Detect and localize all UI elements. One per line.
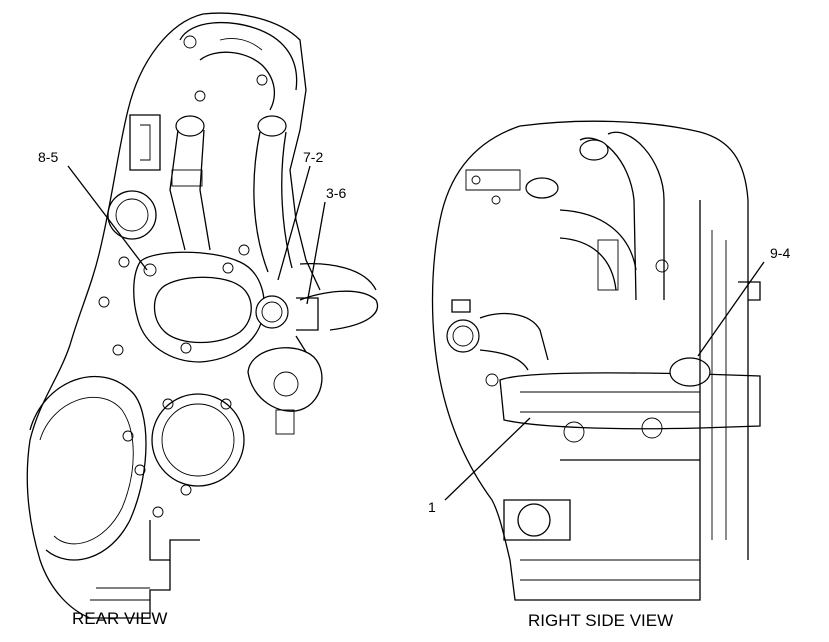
callout-1: 1 <box>428 499 436 515</box>
rear-view-caption: REAR VIEW <box>72 609 167 628</box>
callout-3-6: 3-6 <box>326 185 346 201</box>
callout-7-2: 7-2 <box>303 149 323 165</box>
callout-8-5: 8-5 <box>38 149 58 165</box>
right-side-view-caption: RIGHT SIDE VIEW <box>528 611 673 630</box>
rear-view-drawing <box>26 12 378 619</box>
callout-9-4: 9-4 <box>770 245 790 261</box>
rear-view-leaders <box>67 165 326 305</box>
right-side-view-leaders <box>444 261 765 501</box>
right-side-view-drawing <box>431 120 761 601</box>
